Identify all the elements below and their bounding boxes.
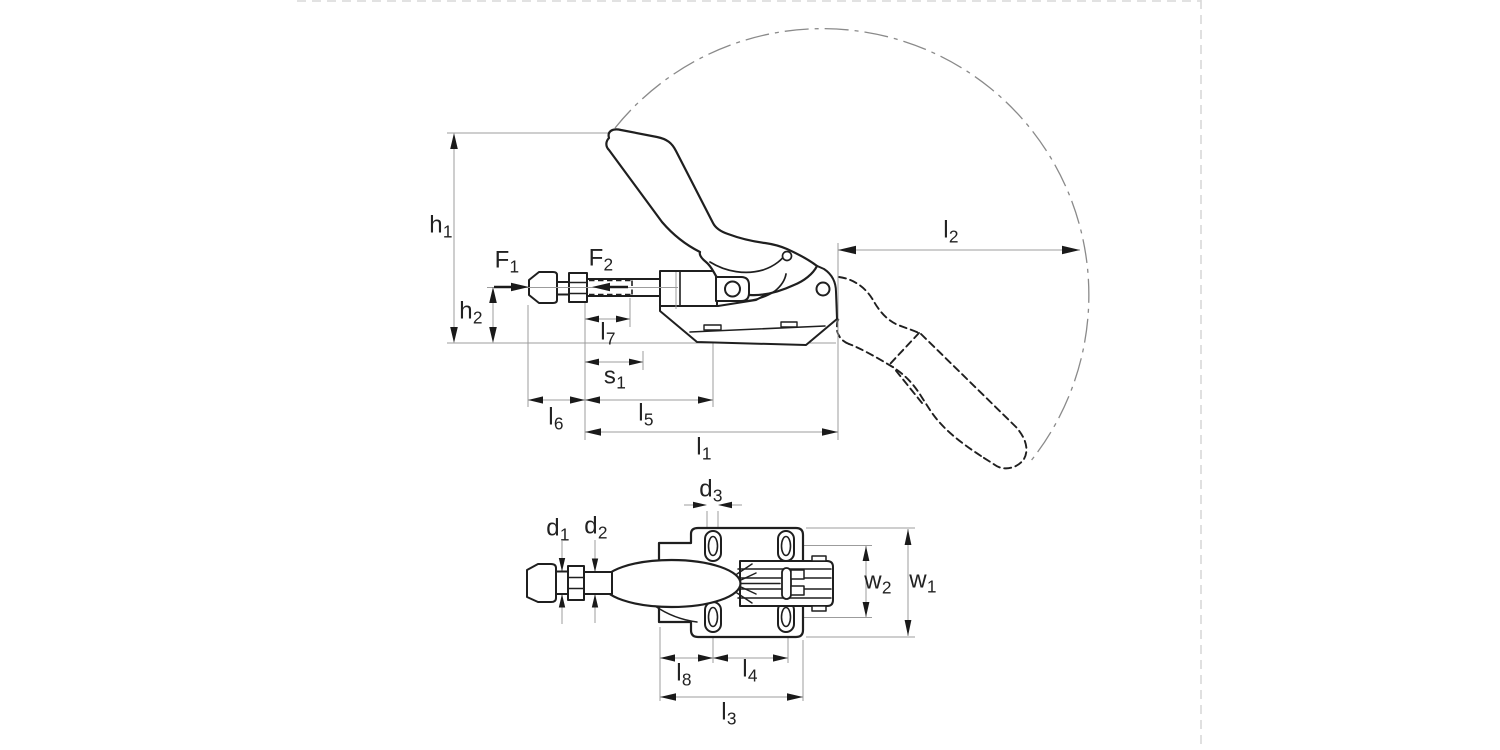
dim-label-F2: F2 [588, 244, 614, 275]
clevis-pin [724, 280, 741, 298]
clamp-handle [605, 128, 819, 297]
handle-hole [781, 250, 793, 262]
dim-label-w1: w1 [909, 566, 937, 597]
handle-swing-arc [614, 28, 1090, 463]
mounting-slots [704, 530, 795, 633]
knob-top-view [526, 563, 557, 603]
dim-label-d1: d1 [546, 514, 570, 545]
handle-top-view [601, 558, 742, 609]
dim-label-s1: s1 [603, 362, 627, 393]
dim-label-h1: h1 [429, 211, 453, 242]
dim-label-l5: l5 [638, 399, 654, 430]
nut-top-view [567, 565, 585, 601]
dim-label-l1: l1 [696, 433, 712, 464]
dim-label-l2: l2 [943, 216, 959, 247]
dim-label-l8: l8 [676, 659, 692, 690]
dim-label-l7: l7 [600, 318, 616, 349]
dim-label-d3: d3 [699, 475, 723, 506]
marquee-border [297, 0, 1202, 750]
pivot-hole [815, 281, 831, 297]
dim-label-l3: l3 [721, 698, 737, 729]
rod-top-view [583, 571, 613, 595]
dim-label-l4: l4 [742, 655, 758, 686]
open-position-handle-dashed [835, 276, 1028, 470]
dim-label-d2: d2 [584, 512, 608, 543]
top-view-clamp [526, 526, 834, 639]
dim-label-h2: h2 [459, 297, 483, 328]
side-view-arrows [450, 133, 1080, 436]
dim-label-F1: F1 [494, 246, 520, 277]
fork-pin [781, 567, 792, 600]
spindle-neck [556, 281, 570, 296]
side-view-clamp [528, 128, 838, 346]
top-view-arrows [558, 501, 912, 701]
dim-label-w2: w2 [864, 567, 892, 598]
retracted-rod-dashed [589, 279, 633, 296]
dim-label-l6: l6 [548, 403, 564, 434]
base-front-wall [659, 270, 718, 311]
neck-top-view [555, 570, 569, 595]
